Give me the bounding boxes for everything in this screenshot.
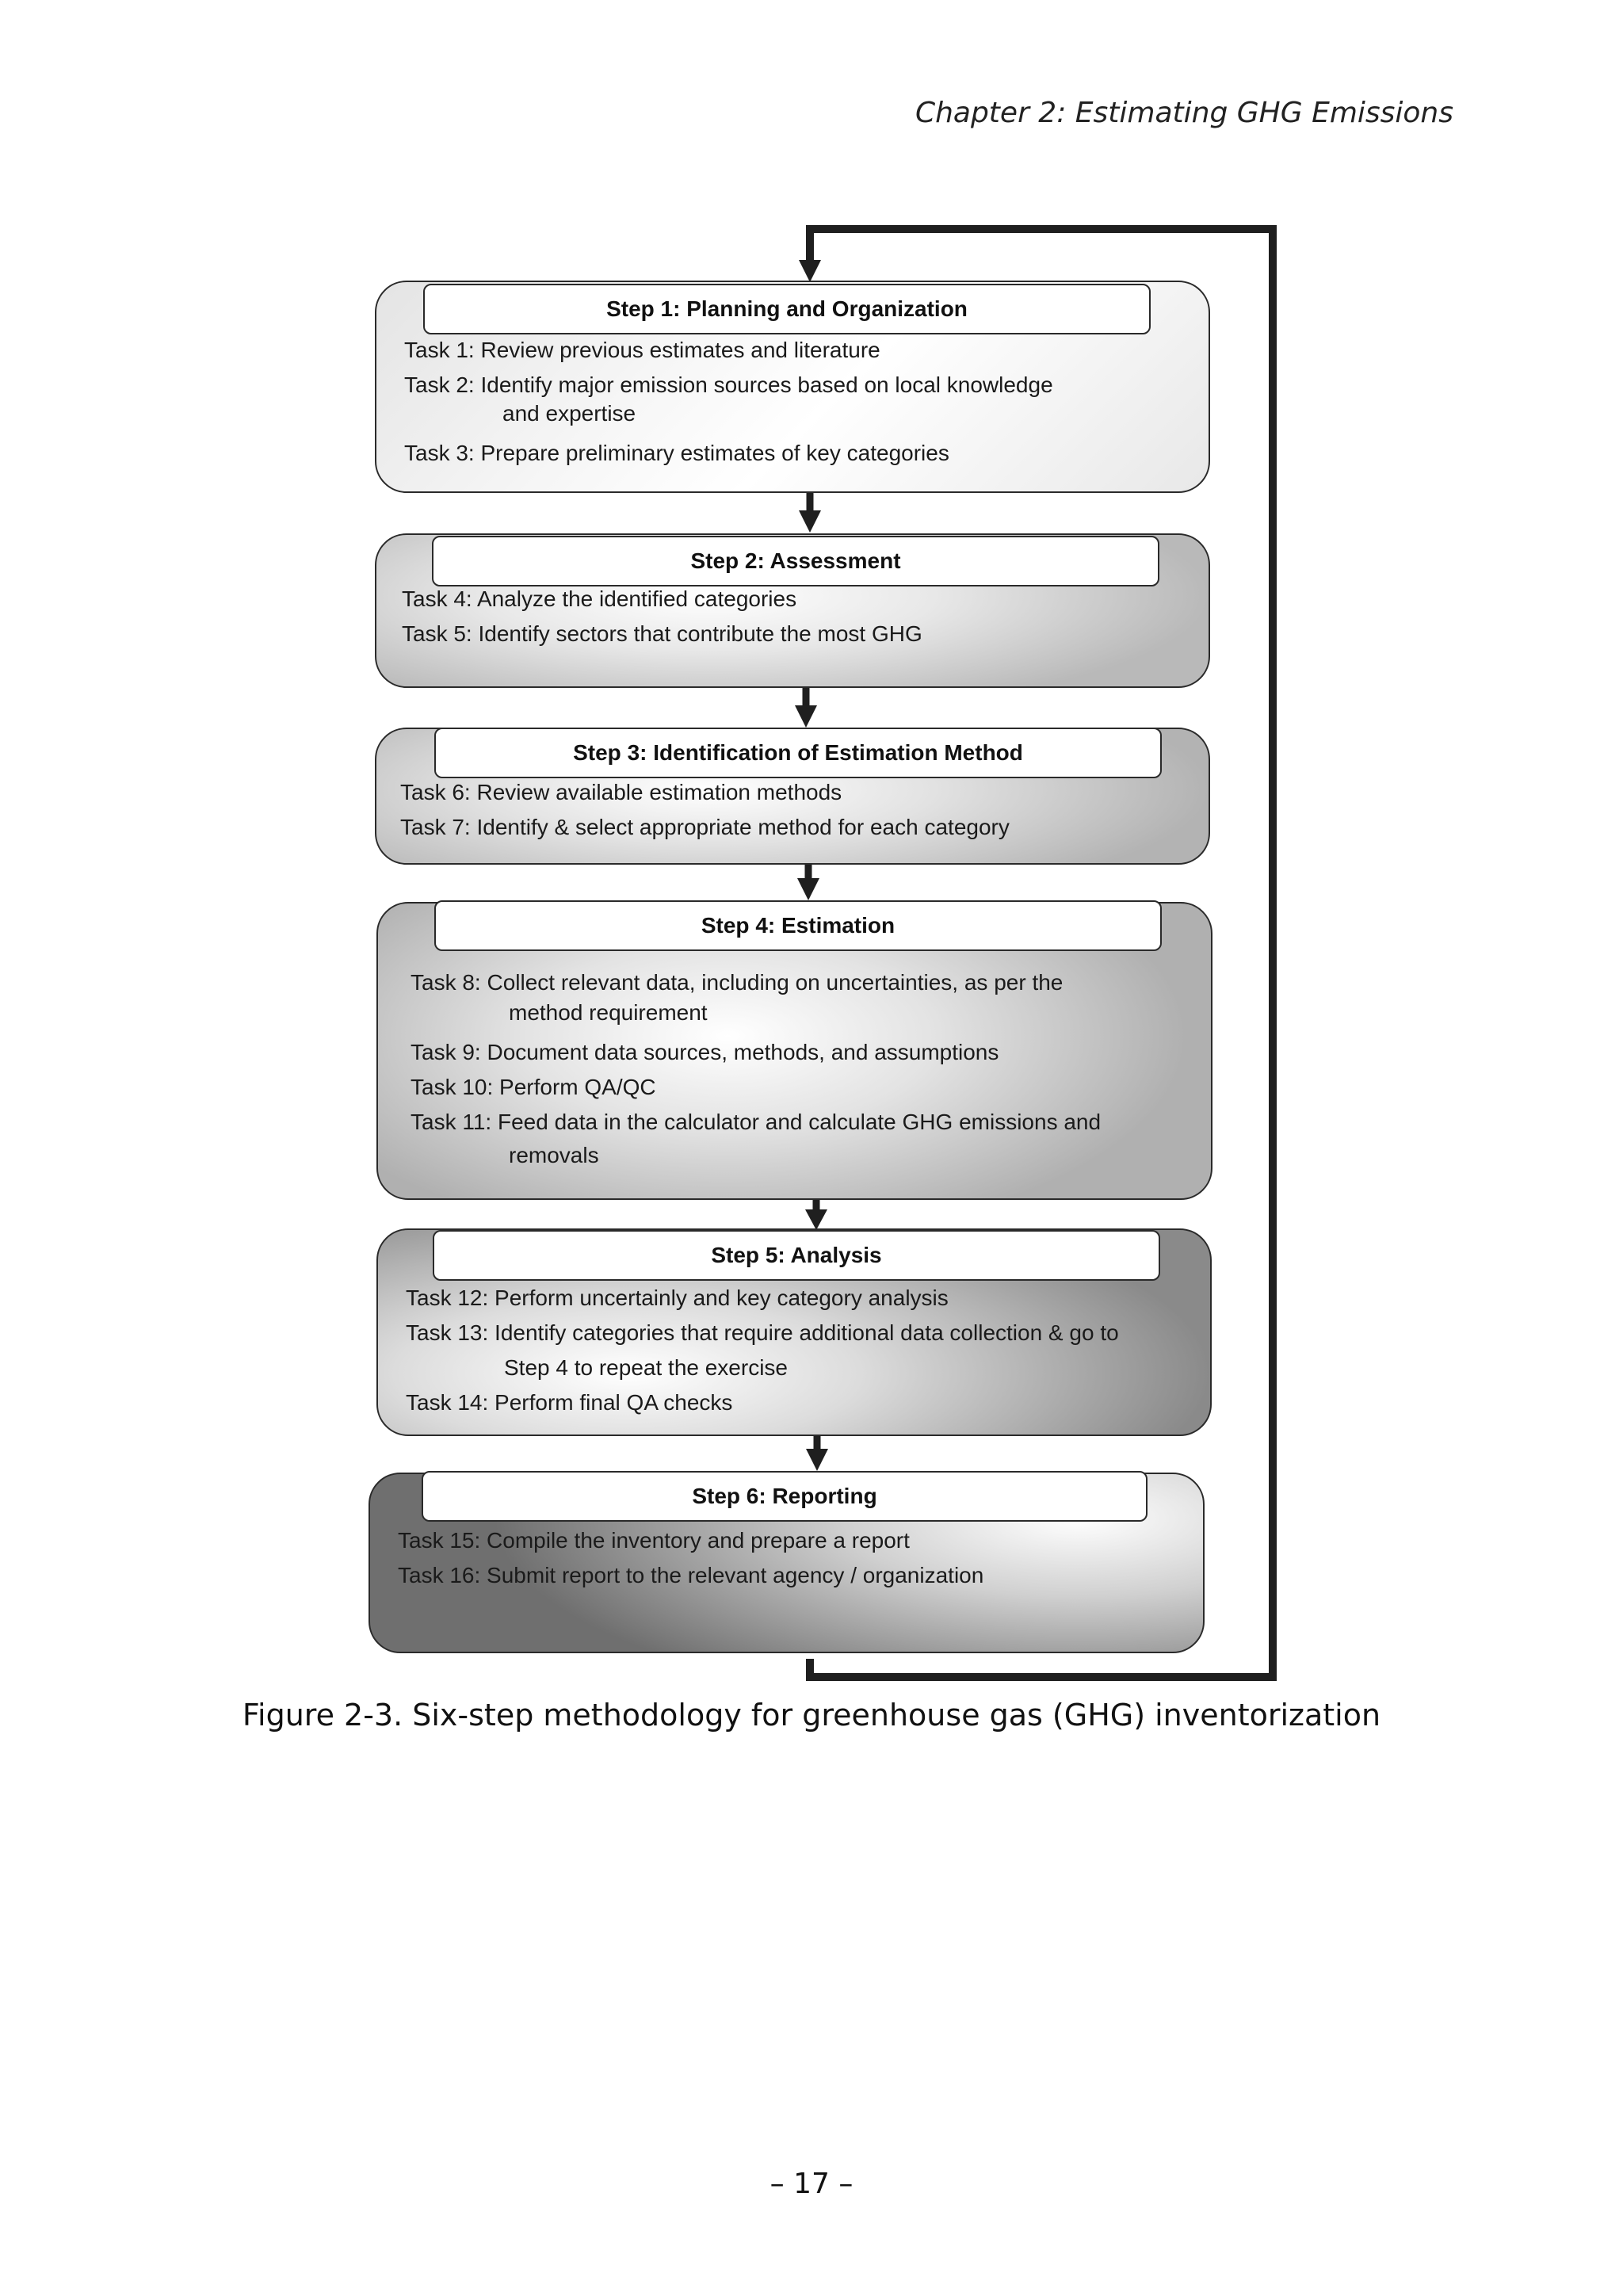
step-5-title: Step 5: Analysis <box>433 1230 1160 1281</box>
task-2-continued: and expertise <box>502 401 636 426</box>
step-1-title: Step 1: Planning and Organization <box>423 284 1151 334</box>
arrowhead-2-3 <box>795 705 817 728</box>
task-16: Task 16: Submit report to the relevant a… <box>398 1563 984 1587</box>
step-4-title: Step 4: Estimation <box>434 900 1162 951</box>
page-number: – 17 – <box>769 2168 854 2200</box>
task-13: Task 13: Identify categories that requir… <box>406 1320 1119 1345</box>
chapter-running-head: Chapter 2: Estimating GHG Emissions <box>915 97 1453 129</box>
task-1: Task 1: Review previous estimates and li… <box>404 338 880 362</box>
arrowhead-1-2 <box>799 510 821 533</box>
task-9: Task 9: Document data sources, methods, … <box>411 1040 999 1064</box>
arrowhead-4-5 <box>805 1209 827 1230</box>
task-15: Task 15: Compile the inventory and prepa… <box>398 1528 910 1553</box>
feedback-loop-line <box>806 225 1277 1681</box>
task-13-continued: Step 4 to repeat the exercise <box>504 1355 788 1380</box>
arrowhead-3-4 <box>797 878 819 900</box>
task-7: Task 7: Identify & select appropriate me… <box>400 815 1010 839</box>
task-10: Task 10: Perform QA/QC <box>411 1075 656 1099</box>
step-2-title: Step 2: Assessment <box>432 536 1159 586</box>
task-2: Task 2: Identify major emission sources … <box>404 372 1053 397</box>
step-3-title: Step 3: Identification of Estimation Met… <box>434 728 1162 778</box>
task-5: Task 5: Identify sectors that contribute… <box>402 621 922 646</box>
task-11-continued: removals <box>509 1143 599 1167</box>
task-3: Task 3: Prepare preliminary estimates of… <box>404 441 949 465</box>
arrowhead-5-6 <box>806 1449 828 1471</box>
task-8-continued: method requirement <box>509 1000 708 1025</box>
figure-caption: Figure 2-3. Six-step methodology for gre… <box>242 1698 1381 1733</box>
task-6: Task 6: Review available estimation meth… <box>400 780 842 804</box>
task-4: Task 4: Analyze the identified categorie… <box>402 586 797 611</box>
step-6-title: Step 6: Reporting <box>422 1471 1148 1522</box>
task-12: Task 12: Perform uncertainly and key cat… <box>406 1286 949 1310</box>
loop-arrowhead <box>799 260 821 282</box>
task-14: Task 14: Perform final QA checks <box>406 1390 733 1415</box>
task-11: Task 11: Feed data in the calculator and… <box>411 1110 1102 1134</box>
task-8: Task 8: Collect relevant data, including… <box>411 970 1064 995</box>
step-4-box <box>376 902 1212 1200</box>
